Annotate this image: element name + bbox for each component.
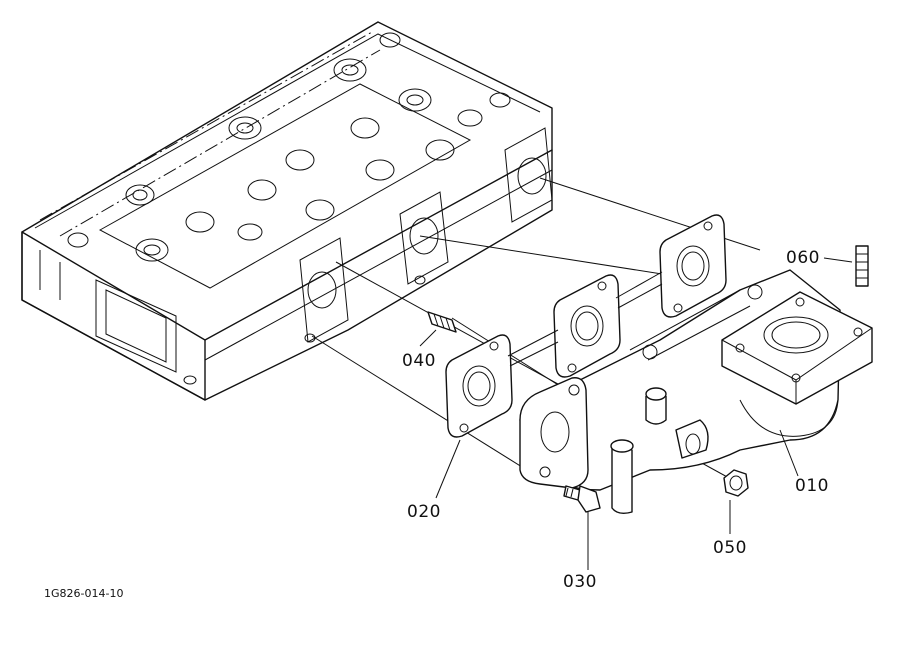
part-label-020: 020 (407, 502, 441, 522)
drawing-code: 1G826-014-10 (44, 587, 124, 600)
gasket-set (445, 214, 727, 438)
leader-lines (419, 257, 853, 570)
part-label-050: 050 (713, 538, 747, 558)
cylinder-head (21, 21, 553, 401)
stud-040 (427, 311, 457, 333)
stud-060 (855, 245, 869, 287)
nut-050 (723, 469, 749, 497)
part-label-010: 010 (795, 476, 829, 496)
part-label-040: 040 (402, 351, 436, 371)
exhaust-manifold (519, 269, 873, 515)
part-label-030: 030 (563, 572, 597, 592)
bolt-030 (563, 485, 601, 513)
part-label-060: 060 (786, 248, 820, 268)
